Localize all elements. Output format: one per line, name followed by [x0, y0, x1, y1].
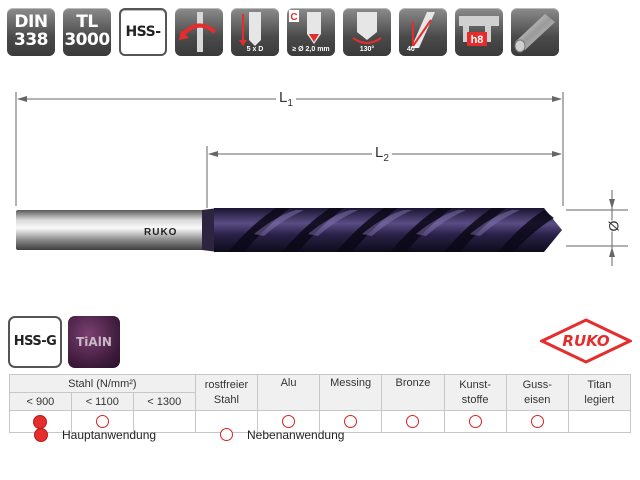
hss-g-badge: HSS-G	[8, 316, 62, 368]
ruko-logo: RUKO	[540, 318, 632, 364]
secondary-usage-icon	[344, 415, 358, 428]
stahl-900-header: < 900	[9, 392, 72, 411]
secondary-usage-icon	[95, 415, 109, 428]
stahl-header: Stahl (N/mm²)	[9, 374, 196, 393]
usage-cell-messing	[318, 410, 383, 433]
tl-3000-icon: TL 3000	[63, 8, 111, 56]
tialn-coating-badge: TiAlN	[68, 316, 120, 368]
alu-header: Alu	[257, 374, 320, 411]
tolerance-h8-icon: h8	[455, 8, 503, 56]
usage-cell-bronze	[381, 410, 445, 433]
usage-cell-kunststoffe	[443, 410, 507, 433]
legend-main: Hauptanwendung	[34, 427, 156, 443]
secondary-usage-icon	[530, 415, 544, 428]
drill-brand-label: RUKO	[144, 227, 177, 238]
main-usage-icon	[34, 427, 48, 442]
ruko-logo-text: RUKO	[562, 332, 609, 350]
hss-g-icon: HSS-G	[119, 8, 167, 56]
usage-cell-stahl-900	[9, 410, 72, 433]
l2-label: L2	[372, 144, 392, 164]
main-usage-icon	[33, 414, 48, 429]
legend-secondary: Nebenanwendung	[220, 428, 344, 442]
length-5xd-icon: 5 x D	[231, 8, 279, 56]
point-angle-130-icon: 130°	[343, 8, 391, 56]
bronze-header: Bronze	[381, 374, 445, 411]
l1-label: L1	[276, 89, 296, 109]
c-label: C	[290, 12, 297, 23]
gusseisen-header: Guss-eisen	[505, 374, 569, 411]
secondary-usage-icon	[282, 415, 296, 428]
table-subheader-row: < 900 < 1100 < 1300	[9, 392, 631, 411]
drill-bit-image: RUKO	[16, 208, 562, 252]
messing-header: Messing	[318, 374, 383, 411]
kunststoffe-header: Kunst-stoffe	[443, 374, 507, 411]
secondary-usage-icon	[468, 415, 482, 428]
usage-cell-titan	[567, 410, 632, 433]
rotation-direction-icon	[175, 8, 223, 56]
din-338-icon: DIN 338	[7, 8, 55, 56]
helix-angle-40-icon: 40°	[399, 8, 447, 56]
usage-cell-gusseisen	[505, 410, 569, 433]
cylindrical-shank-icon	[511, 8, 559, 56]
stahl-1100-header: < 1100	[70, 392, 134, 411]
secondary-usage-icon	[220, 428, 233, 442]
tolerance-label: h8	[471, 34, 484, 46]
diameter-label: Ø	[605, 220, 622, 232]
stahl-1300-header: < 1300	[132, 392, 196, 411]
table-row	[9, 410, 632, 433]
secondary-usage-icon	[406, 415, 420, 428]
centering-point-icon: C ≥ Ø 2,0 mm	[287, 8, 335, 56]
